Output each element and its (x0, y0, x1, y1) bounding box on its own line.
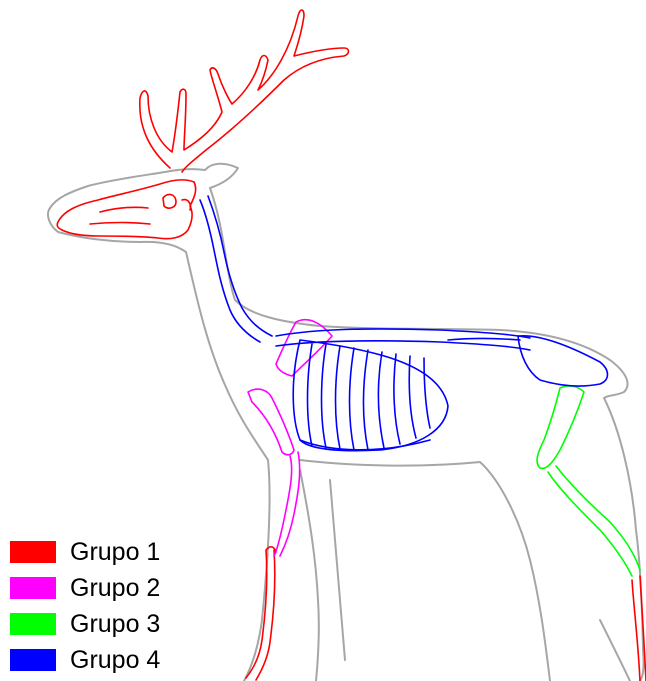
foreleg-lower (246, 547, 276, 680)
legend-label: Grupo 1 (70, 540, 160, 565)
humerus (248, 389, 294, 455)
antler (140, 10, 349, 172)
lumbar-spine (448, 339, 520, 341)
tibia (548, 466, 640, 576)
legend-swatch-blue (10, 649, 56, 671)
femur (537, 386, 584, 468)
legend-label: Grupo 2 (70, 576, 160, 601)
legend-item-group4: Grupo 4 (10, 642, 160, 678)
legend-item-group3: Grupo 3 (10, 606, 160, 642)
group2-bones (248, 320, 332, 556)
forearm (274, 452, 300, 556)
legend-swatch-magenta (10, 577, 56, 599)
ribs (308, 344, 431, 450)
legend-label: Grupo 3 (70, 612, 160, 637)
thoracic-spine (276, 329, 530, 350)
pelvis (518, 336, 608, 386)
legend-swatch-green (10, 613, 56, 635)
group3-bones (537, 386, 640, 576)
legend-item-group1: Grupo 1 (10, 534, 160, 570)
legend-label: Grupo 4 (70, 648, 160, 673)
legend: Grupo 1 Grupo 2 Grupo 3 Grupo 4 (10, 534, 160, 678)
legend-item-group2: Grupo 2 (10, 570, 160, 606)
cervical-spine (200, 196, 272, 342)
legend-swatch-red (10, 541, 56, 563)
